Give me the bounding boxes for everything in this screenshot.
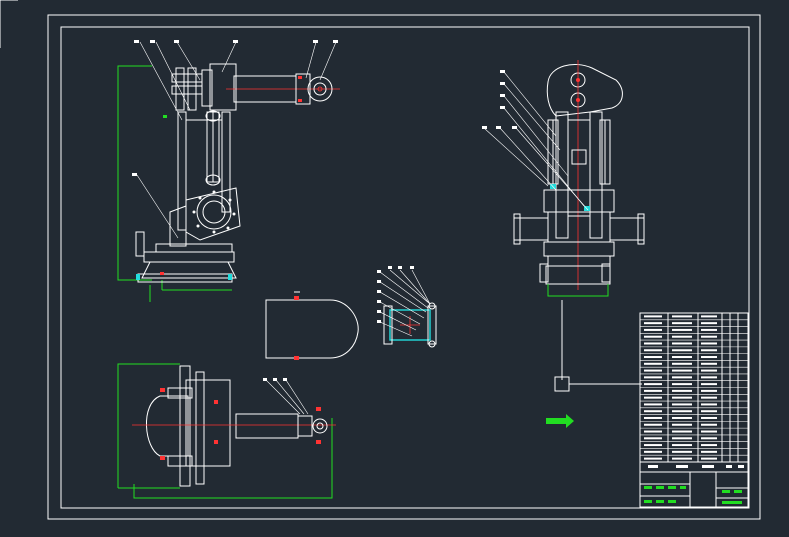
- parts-list-cell-text: [644, 444, 662, 447]
- sheet-outer-border: [47, 14, 761, 520]
- parts-list-cell-text: [644, 450, 662, 453]
- parts-list-cell-text: [672, 416, 692, 419]
- parts-list-cell-text: [672, 437, 692, 440]
- parts-list-cell-text: [644, 322, 662, 325]
- parts-list-cell-text: [644, 369, 662, 372]
- parts-list-cell-text: [644, 328, 662, 331]
- parts-list-cell-text: [644, 430, 662, 433]
- base-flange-section[interactable]: [265, 291, 359, 360]
- parts-list-cell-text: [644, 416, 662, 419]
- parts-list-cell-text: [701, 416, 717, 419]
- parts-list-cell-text: [644, 423, 662, 426]
- parts-list-cell-text: [672, 342, 692, 345]
- parts-list-cell-text: [701, 328, 717, 331]
- parts-list-cell-text: [644, 403, 662, 406]
- parts-list-cell-text: [672, 328, 692, 331]
- parts-list-cell-text: [672, 315, 692, 318]
- parts-list-cell-text: [672, 457, 692, 460]
- parts-list-cell-text: [701, 315, 717, 318]
- parts-list-cell-text: [701, 396, 717, 399]
- parts-list-cell-text: [701, 356, 717, 359]
- parts-list-cell-text: [672, 362, 692, 365]
- parts-list-cell-text: [672, 430, 692, 433]
- ucs-corner-marker: [0, 0, 18, 48]
- joint-detail-view[interactable]: [377, 266, 437, 348]
- parts-list-cell-text: [644, 349, 662, 352]
- title-block[interactable]: [639, 312, 749, 508]
- parts-list-cell-text: [644, 356, 662, 359]
- parts-list-cell-text: [672, 376, 692, 379]
- parts-list-cell-text: [701, 369, 717, 372]
- parts-list-cell-text: [644, 342, 662, 345]
- parts-list-cell-text: [672, 444, 692, 447]
- parts-list-cell-text: [644, 315, 662, 318]
- parts-list-cell-text: [672, 396, 692, 399]
- parts-list-cell-text: [701, 335, 717, 338]
- parts-list-cell-text: [672, 322, 692, 325]
- parts-list-cell-text: [701, 376, 717, 379]
- front-elevation-view[interactable]: [482, 60, 645, 380]
- parts-list-cell-text: [701, 457, 717, 460]
- parts-list-cell-text: [644, 376, 662, 379]
- parts-list-cell-text: [672, 349, 692, 352]
- top-plan-view[interactable]: [117, 363, 336, 499]
- north-arrow-symbol: [546, 414, 574, 428]
- parts-list-cell-text: [672, 410, 692, 413]
- parts-list-cell-text: [672, 389, 692, 392]
- parts-list-cell-text: [672, 403, 692, 406]
- parts-list-cell-text: [644, 410, 662, 413]
- parts-list-cell-text: [701, 322, 717, 325]
- parts-list-cell-text: [644, 457, 662, 460]
- parts-list-rows: [640, 315, 748, 460]
- parts-list-cell-text: [672, 335, 692, 338]
- parts-list-cell-text: [672, 369, 692, 372]
- parts-list-cell-text: [644, 396, 662, 399]
- parts-list-cell-text: [701, 349, 717, 352]
- balloon-marker: [554, 376, 642, 392]
- parts-list-cell-text: [701, 383, 717, 386]
- side-elevation-view[interactable]: [117, 40, 340, 302]
- parts-list-cell-text: [701, 423, 717, 426]
- parts-list-cell-text: [672, 450, 692, 453]
- parts-list-cell-text: [701, 410, 717, 413]
- parts-list-cell-text: [701, 437, 717, 440]
- parts-list-cell-text: [644, 383, 662, 386]
- parts-list-cell-text: [701, 342, 717, 345]
- parts-list-cell-text: [701, 389, 717, 392]
- parts-list-cell-text: [672, 356, 692, 359]
- sheet-inner-border: [60, 26, 750, 509]
- parts-list-cell-text: [644, 389, 662, 392]
- parts-list-cell-text: [701, 450, 717, 453]
- parts-list-cell-text: [644, 335, 662, 338]
- parts-list-cell-text: [644, 362, 662, 365]
- parts-list-cell-text: [672, 383, 692, 386]
- parts-list-cell-text: [644, 437, 662, 440]
- parts-list-cell-text: [701, 403, 717, 406]
- parts-list-cell-text: [701, 444, 717, 447]
- parts-list-cell-text: [701, 430, 717, 433]
- parts-list-cell-text: [672, 423, 692, 426]
- parts-list-cell-text: [701, 362, 717, 365]
